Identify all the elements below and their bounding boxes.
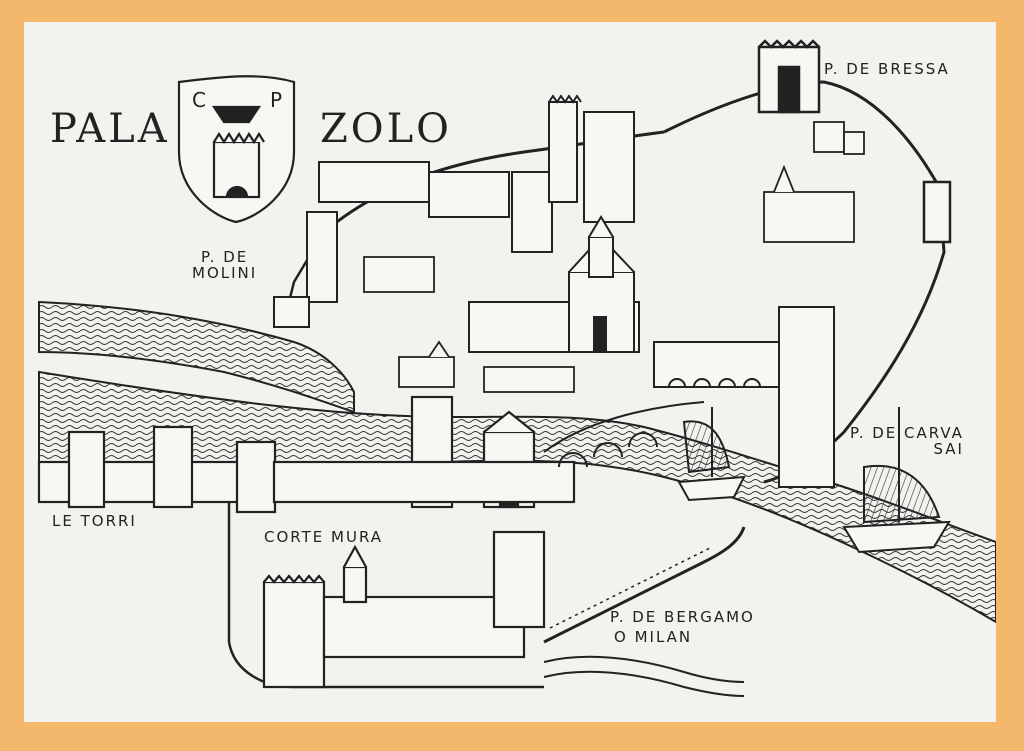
church xyxy=(468,215,640,353)
mill-tower xyxy=(306,211,338,303)
coat-of-arms-letter-c: C xyxy=(192,88,208,112)
label-p-de-carvasai: P. DE CARVA SAI xyxy=(850,424,964,458)
le-torri-towers xyxy=(37,425,576,514)
coat-of-arms xyxy=(177,75,296,224)
label-corte-mura: CORTE MURA xyxy=(264,528,384,546)
corte-mura-fortress xyxy=(262,530,546,689)
gate-tower-bressa xyxy=(757,39,821,114)
arcade-building xyxy=(653,306,835,488)
town-title-right: ZOLO xyxy=(320,106,452,152)
label-p-de-molini: P. DE MOLINI xyxy=(192,248,258,282)
east-wall-tower xyxy=(922,180,952,244)
map-frame: PALA ZOLO C P P. DE BRESSA P. DE MOLINI … xyxy=(24,22,996,722)
river-lower xyxy=(543,655,745,683)
coat-of-arms-letter-p: P xyxy=(270,88,285,112)
town-title-left: PALA xyxy=(50,106,170,152)
ship-center xyxy=(677,407,746,502)
bridge xyxy=(543,401,705,468)
town-map-drawing xyxy=(37,39,996,697)
castle-hill xyxy=(318,94,635,253)
ship-right xyxy=(842,407,951,554)
city-wall-south xyxy=(543,526,746,644)
label-p-de-bressa: P. DE BRESSA xyxy=(824,60,950,78)
river-upper-left xyxy=(38,300,355,414)
label-p-de-bergamo: P. DE BERGAMO O MILAN xyxy=(610,608,755,646)
label-le-torri: LE TORRI xyxy=(52,512,137,530)
